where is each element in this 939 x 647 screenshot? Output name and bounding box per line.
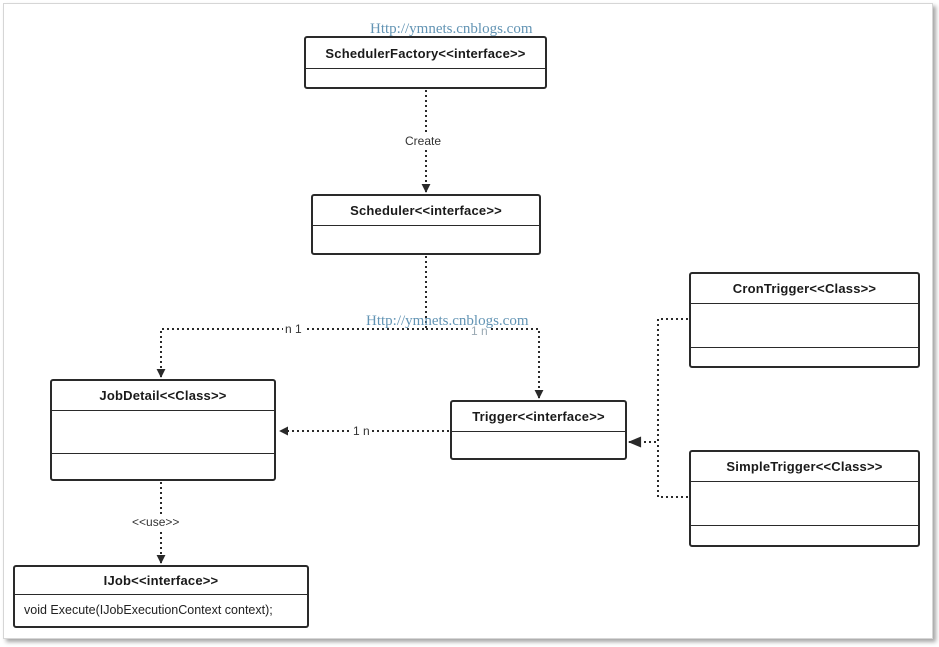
diagram-canvas: SchedulerFactory<<interface>> Scheduler<… (3, 3, 933, 639)
class-title: Scheduler<<interface>> (313, 196, 539, 226)
edge-label-create: Create (403, 134, 444, 148)
class-cron-trigger[interactable]: CronTrigger<<Class>> (689, 272, 920, 368)
class-attributes (52, 411, 274, 454)
class-title: Trigger<<interface>> (452, 402, 625, 432)
class-simple-trigger[interactable]: SimpleTrigger<<Class>> (689, 450, 920, 547)
edge-simpletrigger-trigger (657, 442, 688, 498)
watermark-middle: Http://ymnets.cnblogs.com (366, 313, 529, 329)
edge-crontrigger-trigger (627, 318, 688, 448)
class-ijob[interactable]: IJob<<interface>> void Execute(IJobExecu… (13, 565, 309, 628)
class-scheduler-factory[interactable]: SchedulerFactory<<interface>> (304, 36, 547, 89)
class-title: SchedulerFactory<<interface>> (306, 38, 545, 69)
edge-label-scheduler-jobdetail: n 1 (283, 322, 304, 336)
class-title: SimpleTrigger<<Class>> (691, 452, 918, 482)
class-job-detail[interactable]: JobDetail<<Class>> (50, 379, 276, 481)
class-title: JobDetail<<Class>> (52, 381, 274, 411)
edge-label-trigger-jobdetail: 1 n (351, 424, 372, 438)
edge-scheduler-trigger (426, 328, 544, 399)
class-title: CronTrigger<<Class>> (691, 274, 918, 304)
class-attributes (691, 304, 918, 348)
class-trigger[interactable]: Trigger<<interface>> (450, 400, 627, 460)
edge-label-use: <<use>> (130, 515, 182, 529)
watermark-top: Http://ymnets.cnblogs.com (370, 21, 533, 37)
class-scheduler[interactable]: Scheduler<<interface>> (311, 194, 541, 255)
edge-label-scheduler-trigger: 1 n (469, 324, 490, 338)
class-attributes (691, 482, 918, 526)
class-method: void Execute(IJobExecutionContext contex… (24, 603, 273, 617)
class-title: IJob<<interface>> (15, 567, 307, 595)
